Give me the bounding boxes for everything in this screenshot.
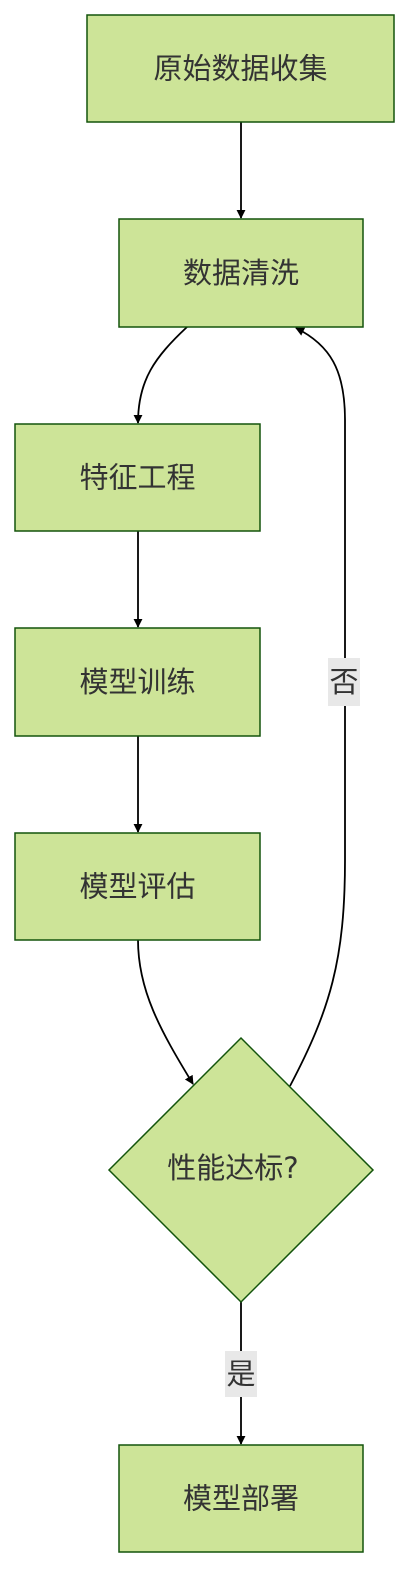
node-clean-label: 数据清洗 [183,256,299,290]
node-train-label: 模型训练 [79,665,195,699]
node-evaluate[interactable]: 模型评估 [14,832,261,941]
edge-label-yes: 是 [225,1351,257,1397]
edge-label-no-text: 否 [329,665,358,699]
node-decision[interactable]: 性能达标? [107,1036,375,1304]
node-clean[interactable]: 数据清洗 [118,218,364,328]
node-train[interactable]: 模型训练 [14,627,261,737]
node-deploy[interactable]: 模型部署 [118,1444,364,1553]
edge-clean-to-feature [133,326,188,424]
node-feature[interactable]: 特征工程 [14,423,261,532]
edge-label-yes-text: 是 [226,1357,255,1391]
node-deploy-label: 模型部署 [183,1482,299,1516]
node-feature-label: 特征工程 [79,461,195,495]
node-collect-label: 原始数据收集 [153,52,327,86]
node-evaluate-label: 模型评估 [79,870,195,904]
edge-evaluate-to-decision [137,939,194,1085]
node-collect[interactable]: 原始数据收集 [86,14,395,123]
edge-decision-to-clean [289,327,346,1087]
edge-label-no: 否 [328,658,360,706]
node-decision-label: 性能达标? [167,1151,298,1185]
